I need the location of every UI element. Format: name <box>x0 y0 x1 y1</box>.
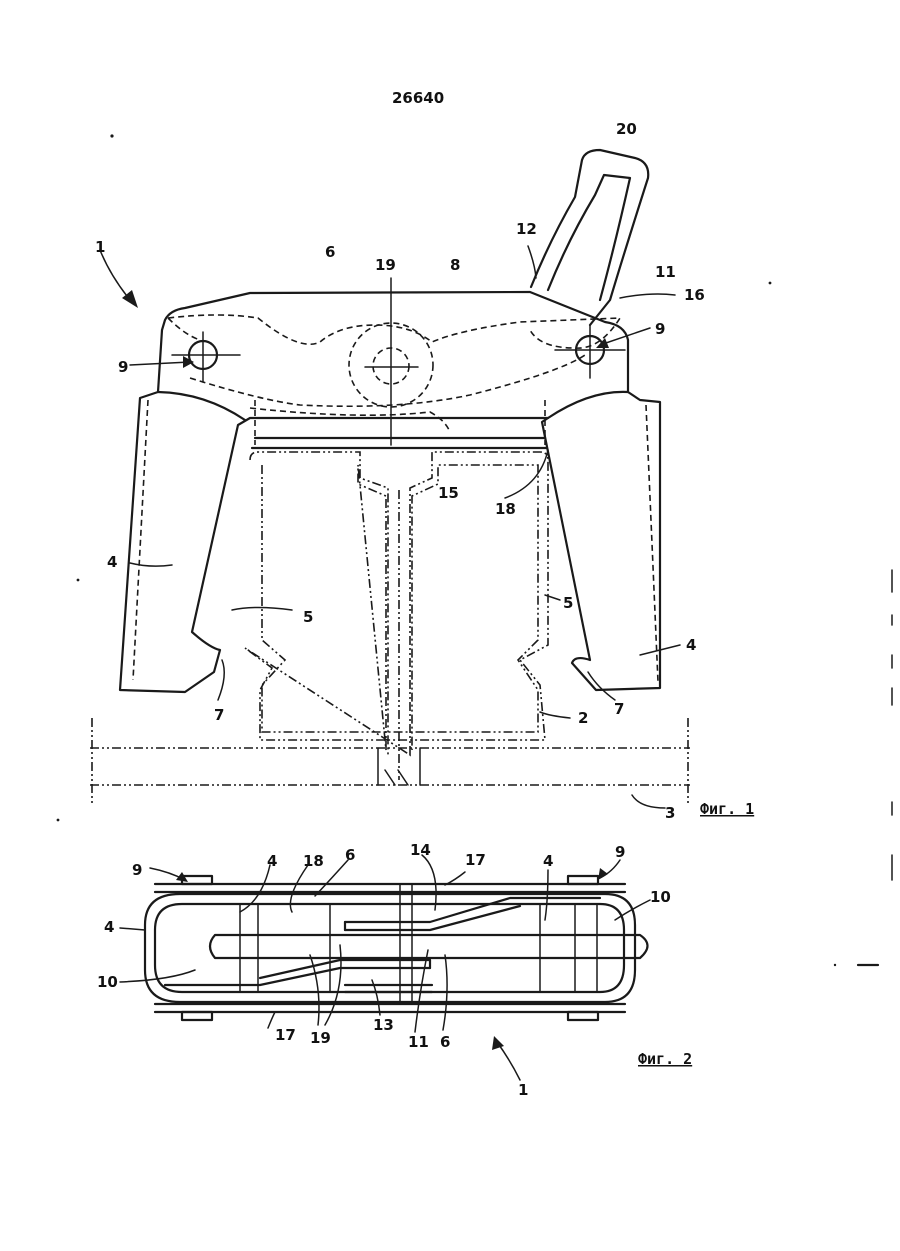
lever-diagonal-upper <box>345 898 600 930</box>
f2-label-4-right: 4 <box>543 852 553 870</box>
pin-head-top-right <box>568 876 598 884</box>
left-leg-hidden <box>133 400 148 680</box>
label-8: 8 <box>450 256 460 274</box>
label-20: 20 <box>616 120 637 138</box>
f2-label-11: 11 <box>408 1033 429 1051</box>
pin-shaft <box>210 935 648 958</box>
body-plate-outline <box>120 292 660 692</box>
leader-f2-14 <box>422 855 436 910</box>
label-19: 19 <box>375 256 396 274</box>
leader-2 <box>540 712 570 718</box>
label-1: 1 <box>95 238 105 256</box>
pin-head-bottom-right <box>568 1012 598 1020</box>
container-outline <box>245 452 548 755</box>
leader-12 <box>528 246 536 278</box>
label-5-right: 5 <box>563 594 573 612</box>
leader-f2-1-head <box>492 1036 504 1050</box>
f2-label-1: 1 <box>518 1081 528 1099</box>
label-12: 12 <box>516 220 537 238</box>
lever-hidden-outline <box>168 315 620 406</box>
label-4-right: 4 <box>686 636 696 654</box>
f2-label-4-top: 4 <box>267 852 277 870</box>
right-pin-centerline <box>555 325 625 378</box>
figure-2 <box>120 855 650 1080</box>
label-16: 16 <box>684 286 705 304</box>
leader-1 <box>100 250 130 300</box>
leader-4-left <box>130 563 172 566</box>
f2-label-19: 19 <box>310 1029 331 1047</box>
label-5-left: 5 <box>303 608 313 626</box>
f2-label-10-left: 10 <box>97 973 118 991</box>
pin-head-bottom-left <box>182 1012 212 1020</box>
leader-f2-17-bottom <box>268 1012 275 1028</box>
label-18: 18 <box>495 500 516 518</box>
plate-lower-edge-right <box>548 392 628 418</box>
figure-1 <box>90 150 690 808</box>
plate-lower-edge <box>158 392 245 420</box>
bottom-plate <box>155 1004 625 1012</box>
label-9-right: 9 <box>655 320 665 338</box>
lever-diagonal-lower <box>165 960 430 985</box>
left-pin-centerline <box>172 332 240 382</box>
f2-label-14: 14 <box>410 841 431 859</box>
f2-label-4-left: 4 <box>104 918 114 936</box>
label-9-left: 9 <box>118 358 128 376</box>
leader-3 <box>632 795 665 808</box>
f2-label-18: 18 <box>303 852 324 870</box>
body-inner-outline <box>155 904 624 992</box>
figure-2-caption: Фиг. 2 <box>638 1050 692 1068</box>
label-15: 15 <box>438 484 459 502</box>
leader-f2-4-left <box>120 928 145 930</box>
f2-label-17: 17 <box>465 851 486 869</box>
label-6: 6 <box>325 243 335 261</box>
figure-1-labels: 1 20 12 6 19 8 11 16 9 9 15 18 4 5 5 4 7… <box>95 120 754 822</box>
f2-label-13: 13 <box>373 1016 394 1034</box>
f2-label-6-bottom: 6 <box>440 1033 450 1051</box>
leader-7-left <box>218 660 224 700</box>
cam-hidden-arc <box>250 408 450 432</box>
label-2: 2 <box>578 709 588 727</box>
label-7-left: 7 <box>214 706 224 724</box>
right-leg-hidden <box>646 405 658 682</box>
label-11: 11 <box>655 263 676 281</box>
f2-label-9-right: 9 <box>615 843 625 861</box>
figure-1-caption: Фиг. 1 <box>700 800 754 818</box>
leader-f2-10-right <box>615 900 650 920</box>
label-3: 3 <box>665 804 675 822</box>
leader-f2-9-right-head <box>598 868 608 880</box>
document-number: 26640 <box>392 89 444 107</box>
f2-label-17-bottom: 17 <box>275 1026 296 1044</box>
top-plate <box>155 884 625 892</box>
f2-label-9-left: 9 <box>132 861 142 879</box>
scan-artifacts <box>57 134 892 966</box>
leader-18 <box>505 450 548 498</box>
label-4-left: 4 <box>107 553 117 571</box>
label-7-right: 7 <box>614 700 624 718</box>
f2-label-10-right: 10 <box>650 888 671 906</box>
leader-16 <box>620 294 675 298</box>
leader-right-9 <box>600 328 650 345</box>
f2-label-6: 6 <box>345 846 355 864</box>
leader-f2-1 <box>497 1042 520 1080</box>
